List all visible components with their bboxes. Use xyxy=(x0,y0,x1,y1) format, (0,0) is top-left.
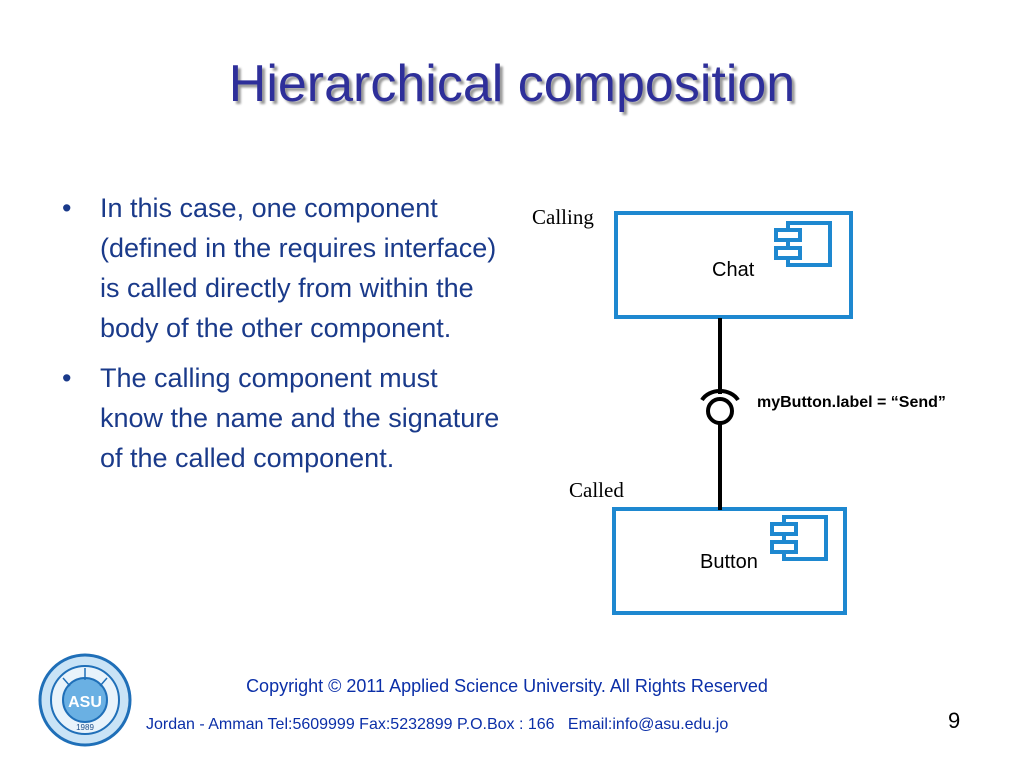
bullet-text: In this case, one component (defined in … xyxy=(100,193,497,343)
bullet-item: • In this case, one component (defined i… xyxy=(58,188,508,348)
bullet-text: The calling component must know the name… xyxy=(100,363,500,473)
slide-title: Hierarchical composition xyxy=(228,55,796,113)
button-component-box xyxy=(612,507,847,615)
lollipop-icon xyxy=(706,397,734,425)
bullet-icon: • xyxy=(62,193,72,223)
copyright-text: Copyright © 2011 Applied Science Univers… xyxy=(246,676,768,696)
bullet-icon: • xyxy=(62,363,72,393)
calling-label: Calling xyxy=(532,205,594,229)
bullet-item: • The calling component must know the na… xyxy=(58,358,508,478)
logo-year: 1989 xyxy=(76,723,94,732)
bullet-list: • In this case, one component (defined i… xyxy=(58,188,508,488)
called-label: Called xyxy=(569,478,624,502)
page-number: 9 xyxy=(948,708,961,733)
chat-component-name: Chat xyxy=(712,259,755,281)
interface-label: myButton.label = “Send” xyxy=(757,394,946,411)
interface-connector xyxy=(700,318,740,510)
socket-icon xyxy=(700,389,740,402)
button-component-name: Button xyxy=(700,551,758,573)
asu-logo: ASU 1989 xyxy=(38,653,132,747)
contact-text: Jordan - Amman Tel:5609999 Fax:5232899 P… xyxy=(146,716,729,733)
logo-text: ASU xyxy=(68,694,102,711)
component-icon xyxy=(770,515,828,561)
component-icon xyxy=(774,221,832,267)
